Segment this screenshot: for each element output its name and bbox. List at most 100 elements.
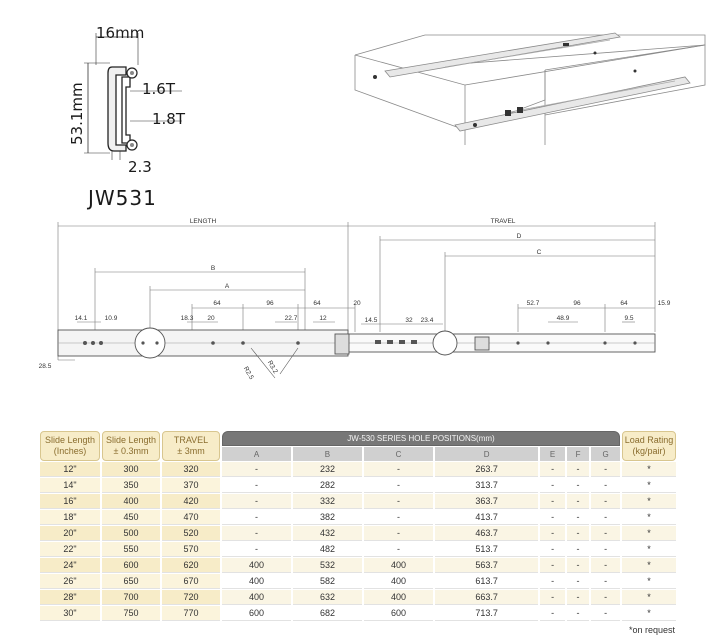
table-cell: 650	[102, 574, 160, 589]
table-cell: -	[566, 510, 590, 525]
table-cell: -	[591, 590, 620, 605]
table-cell: 432	[292, 526, 362, 541]
length-label: LENGTH	[190, 218, 217, 225]
table-cell: 400	[222, 558, 291, 573]
table-cell: -	[566, 606, 590, 621]
table-cell: 450	[102, 510, 160, 525]
table-cell: -	[222, 526, 291, 541]
profile-width-label: 16mm	[96, 24, 145, 42]
header-slide-length-mm: Slide Length± 0.3mm	[102, 431, 160, 461]
table-cell: 613.7	[434, 574, 539, 589]
table-cell: 14"	[40, 478, 100, 493]
dim-48-9: 48.9	[557, 315, 570, 322]
table-cell: -	[566, 590, 590, 605]
table-cell: -	[363, 510, 433, 525]
table-cell: -	[363, 478, 433, 493]
profile-drawing	[84, 33, 182, 160]
table-cell: -	[540, 606, 565, 621]
table-cell: -	[222, 478, 291, 493]
sub-header-a: A	[222, 447, 291, 461]
table-cell: *	[622, 510, 676, 525]
table-cell: 363.7	[434, 494, 539, 509]
table-cell: 400	[222, 590, 291, 605]
dim-96: 96	[266, 300, 274, 307]
sub-header-g: G	[591, 447, 620, 461]
profile-thick2-label: 1.8T	[152, 110, 186, 128]
radius-3-2: R3.2	[266, 360, 279, 376]
table-cell: -	[591, 574, 620, 589]
table-cell: 332	[292, 494, 362, 509]
dim-20: 20	[207, 315, 215, 322]
table-cell: 520	[162, 526, 220, 541]
table-cell: 20"	[40, 526, 100, 541]
sub-header-f: F	[566, 447, 590, 461]
table-cell: -	[540, 526, 565, 541]
table-cell: 513.7	[434, 542, 539, 557]
table-cell: -	[540, 462, 565, 477]
header-slide-length-inches: Slide Length(Inches)	[40, 431, 100, 461]
table-cell: -	[566, 478, 590, 493]
table-cell: -	[566, 574, 590, 589]
table-cell: -	[540, 542, 565, 557]
dim-96: 96	[573, 300, 581, 307]
table-cell: 463.7	[434, 526, 539, 541]
sub-header-e: E	[540, 447, 565, 461]
table-cell: -	[591, 542, 620, 557]
table-cell: 400	[363, 590, 433, 605]
table-cell: -	[566, 542, 590, 557]
table-cell: -	[566, 526, 590, 541]
table-cell: 320	[162, 462, 220, 477]
table-cell: 470	[162, 510, 220, 525]
table-cell: 663.7	[434, 590, 539, 605]
table-cell: 400	[102, 494, 160, 509]
table-cell: -	[591, 526, 620, 541]
table-cell: 22"	[40, 542, 100, 557]
dim-12: 12	[319, 315, 327, 322]
dim-14-1: 14.1	[75, 315, 88, 322]
table-cell: 232	[292, 462, 362, 477]
table-cell: *	[622, 606, 676, 621]
sub-header-c: C	[363, 447, 433, 461]
table-cell: -	[540, 574, 565, 589]
table-cell: -	[591, 510, 620, 525]
table-cell: -	[591, 558, 620, 573]
spec-table: Slide Length(Inches) Slide Length± 0.3mm…	[38, 430, 678, 622]
table-cell: 570	[162, 542, 220, 557]
table-cell: *	[622, 542, 676, 557]
table-cell: 413.7	[434, 510, 539, 525]
table-cell: -	[566, 494, 590, 509]
dim-52-7: 52.7	[527, 300, 540, 307]
dim-23-4: 23.4	[421, 317, 434, 324]
a-label: A	[225, 283, 230, 290]
table-cell: 682	[292, 606, 362, 621]
table-cell: 700	[102, 590, 160, 605]
table-cell: *	[622, 526, 676, 541]
table-cell: 30"	[40, 606, 100, 621]
dim-22-7: 22.7	[285, 315, 298, 322]
drawer-illustration	[354, 32, 706, 145]
table-cell: -	[222, 542, 291, 557]
table-cell: -	[566, 462, 590, 477]
table-cell: -	[363, 462, 433, 477]
table-cell: 482	[292, 542, 362, 557]
table-cell: *	[622, 558, 676, 573]
table-cell: -	[540, 478, 565, 493]
table-cell: 550	[102, 542, 160, 557]
table-cell: -	[222, 510, 291, 525]
table-cell: -	[591, 494, 620, 509]
table-cell: 600	[363, 606, 433, 621]
table-cell: -	[540, 510, 565, 525]
table-cell: 28"	[40, 590, 100, 605]
dim-64: 64	[620, 300, 628, 307]
table-cell: 582	[292, 574, 362, 589]
table-cell: 532	[292, 558, 362, 573]
profile-gap-label: 2.3	[128, 158, 152, 176]
table-cell: 400	[363, 558, 433, 573]
dim-20: 20	[353, 300, 361, 307]
table-cell: -	[591, 462, 620, 477]
table-cell: 632	[292, 590, 362, 605]
